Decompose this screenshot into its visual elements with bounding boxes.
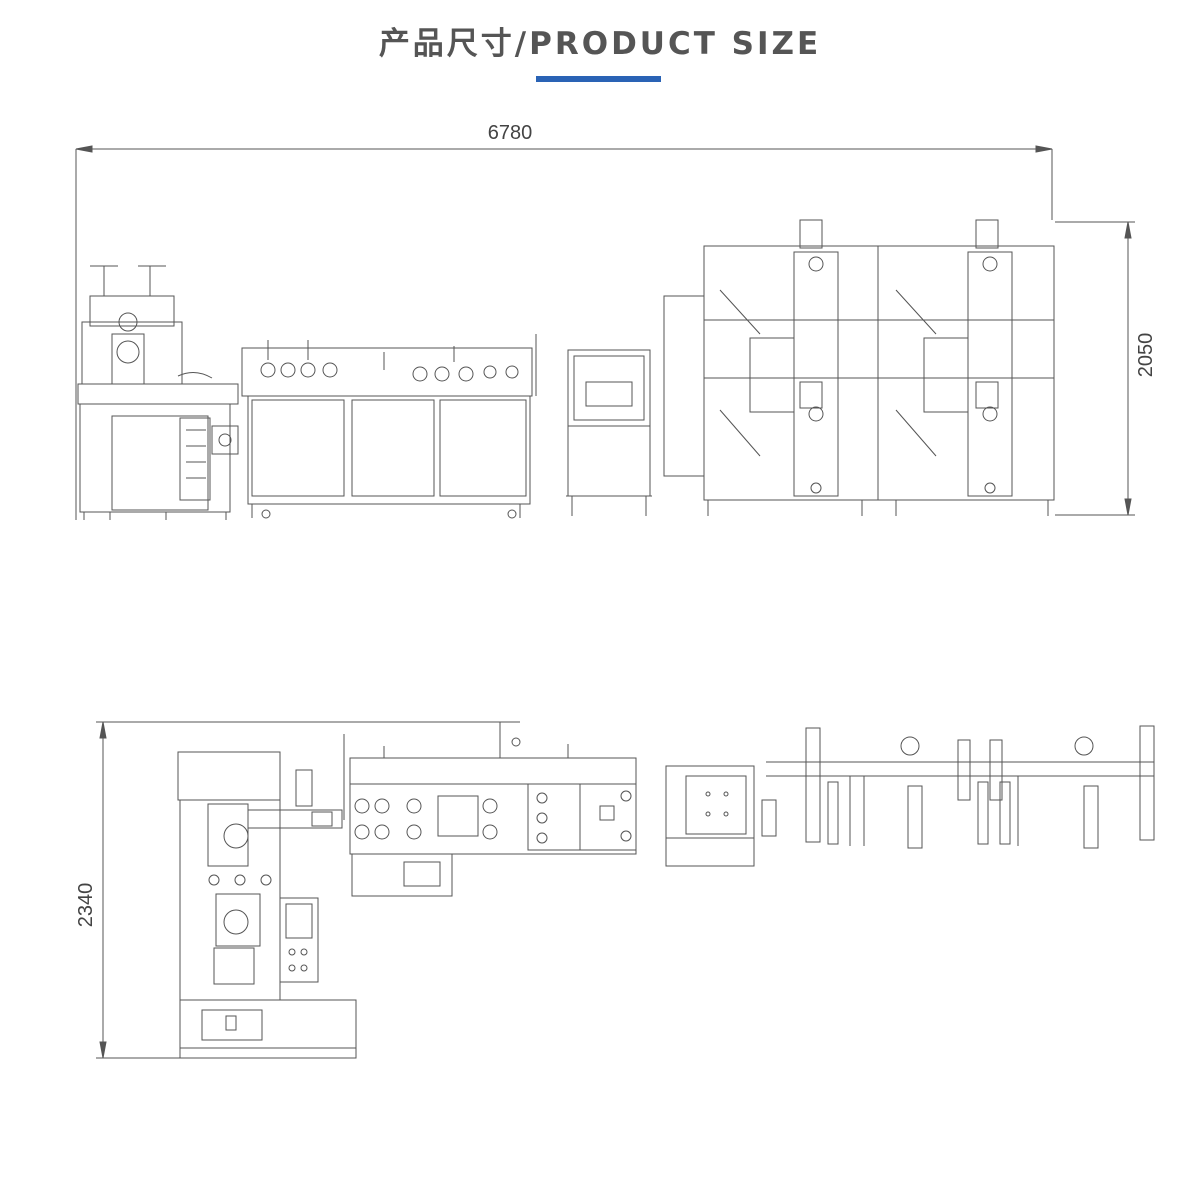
top-unit-forming <box>177 751 357 1059</box>
side-unit-rollers <box>241 334 537 519</box>
top-unit-unwinders <box>766 725 1155 849</box>
top-unit-rollers <box>343 722 637 897</box>
height-label: 2050 <box>1135 333 1157 378</box>
page-title: 产品尺寸/PRODUCT SIZE <box>378 26 822 62</box>
length-dimension: 6780 <box>75 122 1053 520</box>
height-dimension: 2050 <box>1055 221 1157 516</box>
side-unit-cabinet <box>566 349 652 516</box>
title-underline <box>536 76 661 82</box>
side-unit-forming <box>77 265 239 520</box>
width-dimension: 2340 <box>75 721 520 1059</box>
side-unit-unwinders <box>663 219 1055 516</box>
length-label: 6780 <box>488 122 533 144</box>
width-label: 2340 <box>75 883 97 928</box>
top-unit-cabinet <box>665 765 777 867</box>
